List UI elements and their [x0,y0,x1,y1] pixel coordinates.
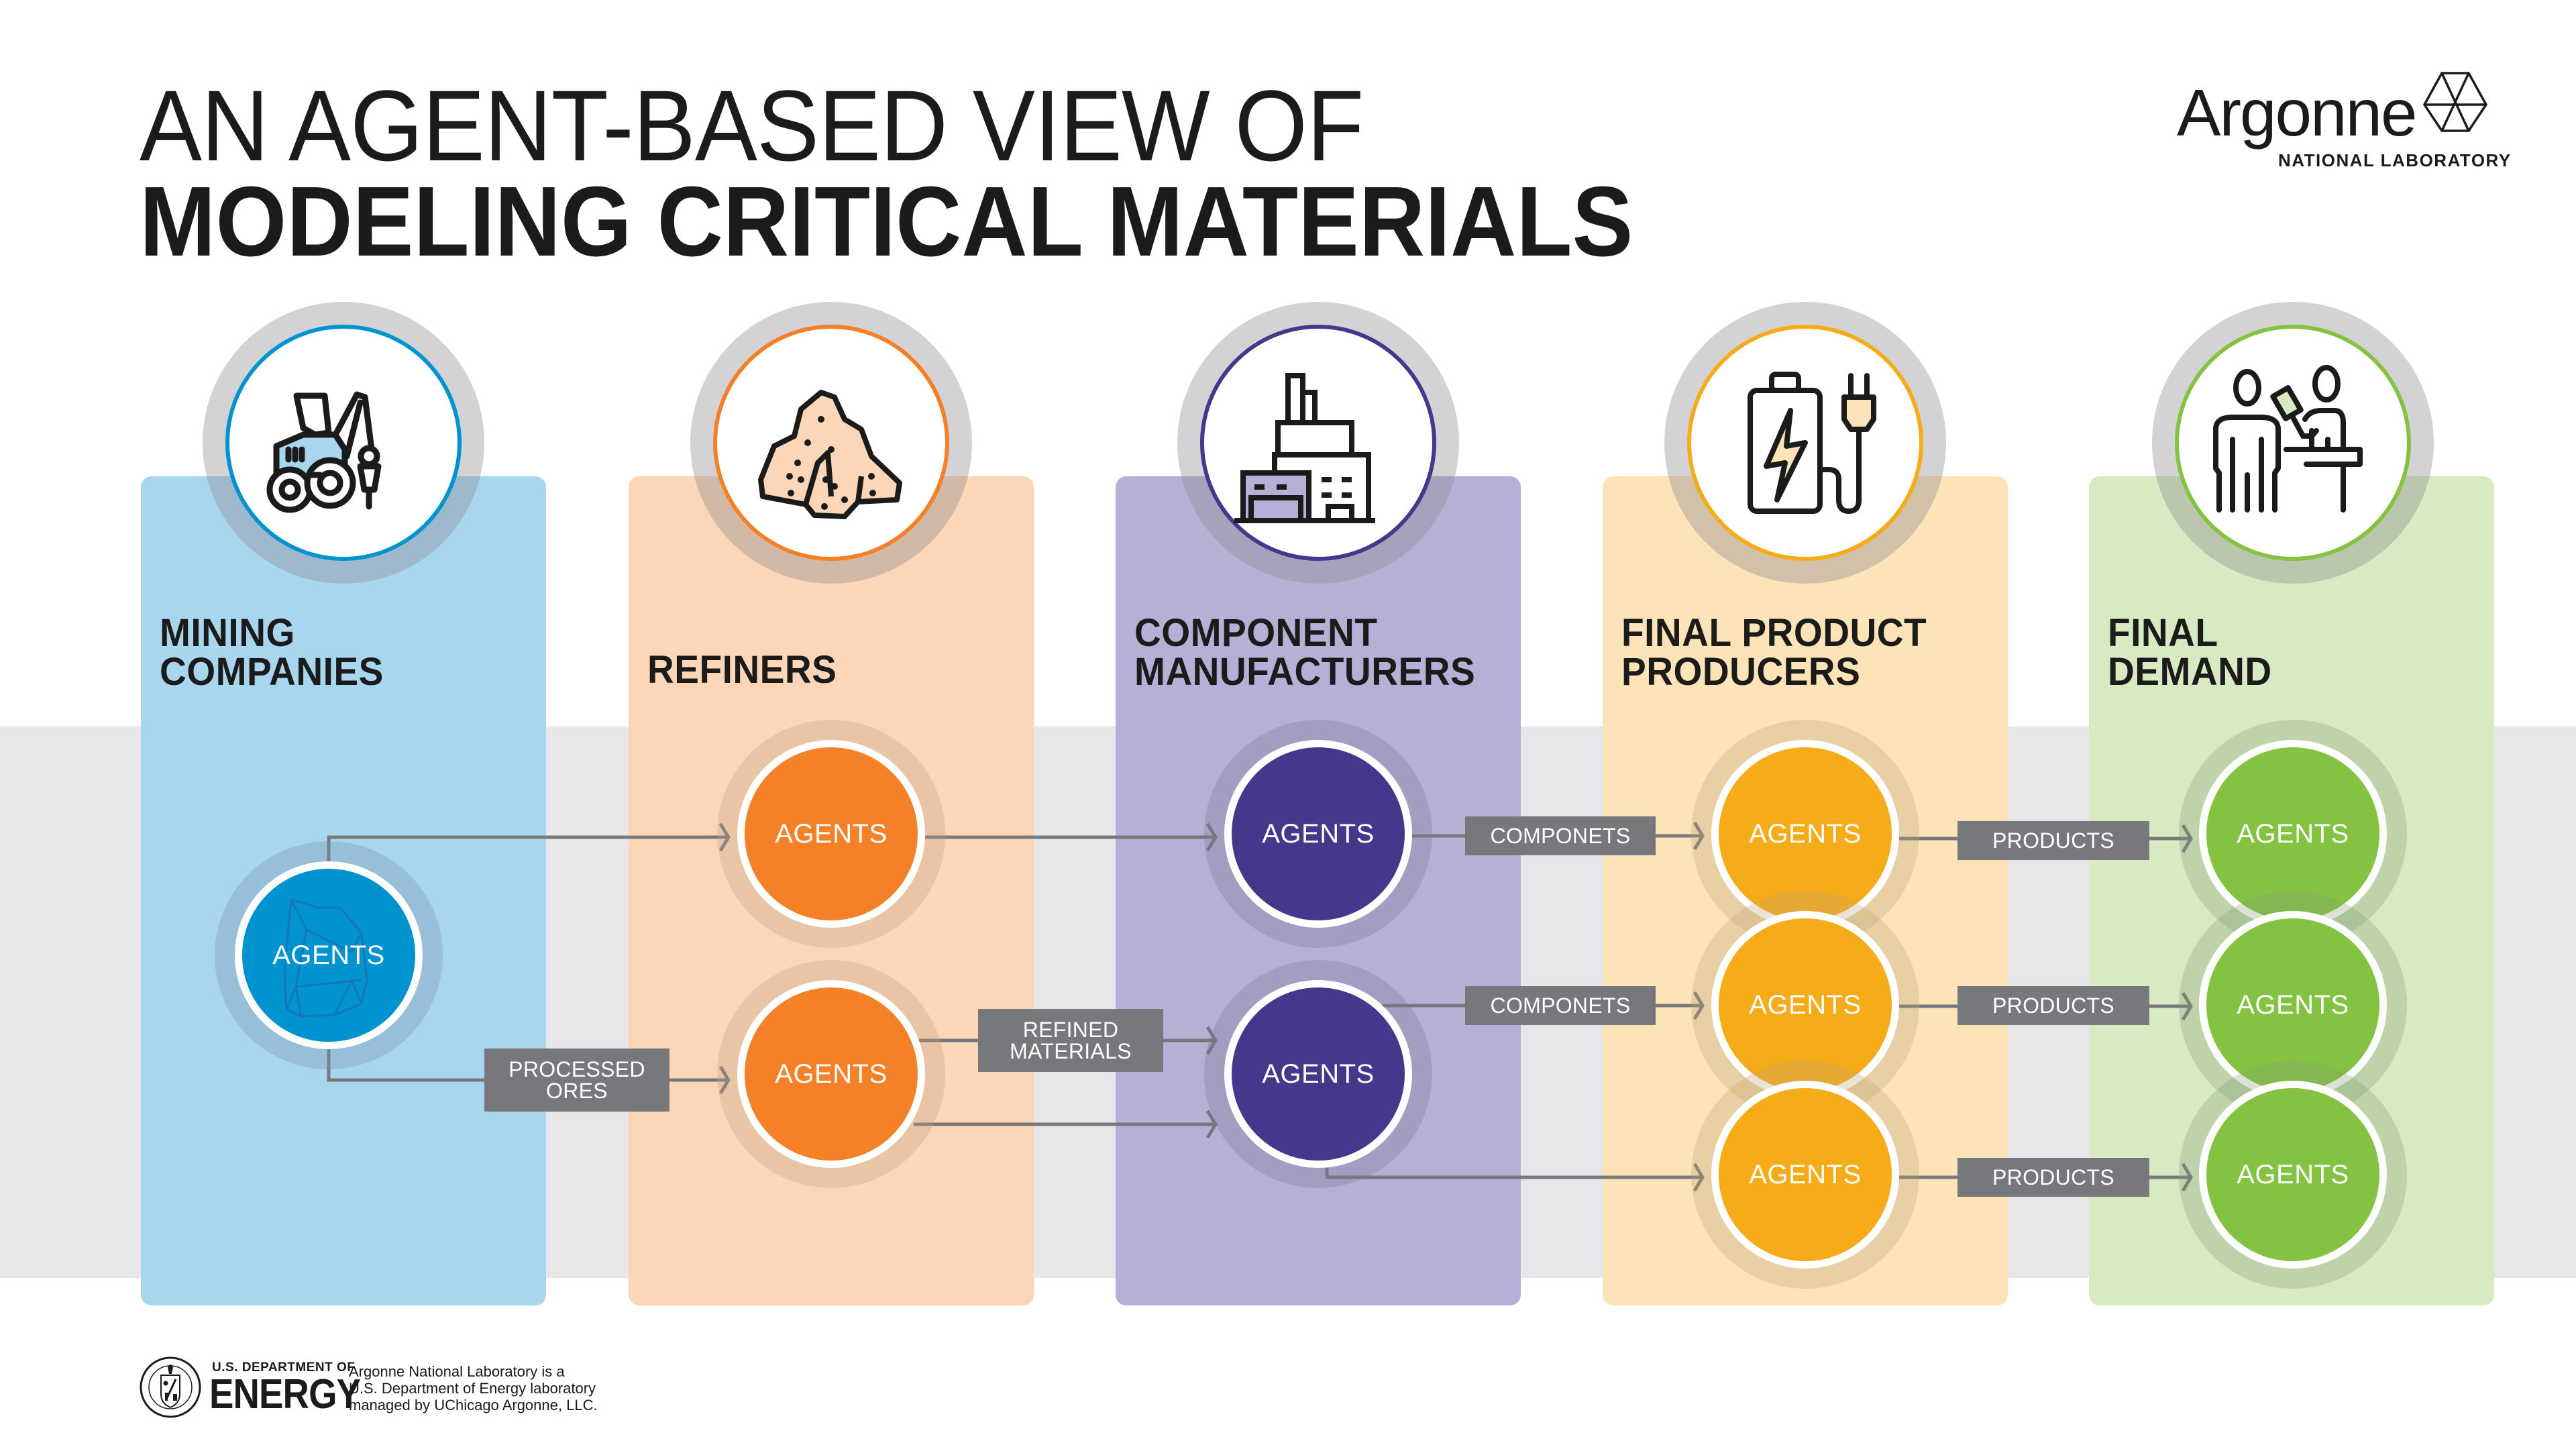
arrowhead-icon [1693,1163,1705,1192]
column-title: REFINERS [647,648,837,692]
doe-energy-wordmark: ENERGY [209,1371,361,1417]
argonne-triangle-mark-icon [2423,72,2487,132]
flow-label-products-1: PRODUCTS [1957,821,2149,860]
agent-label: AGENTS [1749,818,1862,849]
column-title: FINAL DEMAND [2108,611,2272,694]
agent-label: AGENTS [2237,989,2349,1020]
agent-label: AGENTS [1749,1159,1862,1189]
battery-plug-icon [1748,372,1876,514]
arrowhead-icon [1693,821,1705,851]
header-icon-final-product [1664,302,1946,584]
final-product-agent-3[interactable]: AGENTS [1691,1061,1919,1289]
title-line-2: MODELING CRITICAL MATERIALS [140,166,1633,277]
mining-tractor-icon [266,391,382,513]
column-title: COMPONENT MANUFACTURERS [1134,611,1476,694]
agent-label: AGENTS [2237,818,2349,849]
agent-label: AGENTS [775,818,888,849]
arrowhead-icon [718,1065,731,1095]
footer: U.S. DEPARTMENT OF ENERGY Argonne Nation… [138,1355,675,1422]
header-icon-mining [203,302,484,584]
column-title: FINAL PRODUCT PRODUCERS [1621,611,1927,694]
arrowhead-icon [1205,822,1218,852]
flow-label-components-2: COMPONETS [1465,986,1656,1025]
demand-agent-3[interactable]: AGENTS [2179,1061,2407,1289]
refiner-agent-2[interactable]: AGENTS [717,960,945,1188]
flow-label-processed-ores: PROCESSED ORES [484,1049,669,1112]
customer-counter-icon [2213,365,2363,513]
agent-label: AGENTS [1749,989,1862,1020]
column-title: MINING COMPANIES [160,611,384,694]
flow-label-components-1: COMPONETS [1465,816,1656,855]
logo-subtitle: NATIONAL LABORATORY [2278,150,2512,170]
argonne-logo: Argonne NATIONAL LABORATORY [2174,67,2512,174]
ore-pile-icon [758,390,902,519]
footer-note: Argonne National Laboratory is a U.S. De… [349,1363,598,1413]
ore-rock-icon [283,898,368,1018]
flow-mining-to-refiner-1 [327,835,729,861]
agent-label: AGENTS [775,1059,888,1089]
agent-label: AGENTS [272,940,385,970]
arrowhead-icon [1205,1026,1218,1055]
header-icon-refiners [690,302,972,584]
final-product-agent-1[interactable]: AGENTS [1691,720,1919,948]
agent-label: AGENTS [1262,818,1375,849]
arrowhead-icon [1693,991,1705,1020]
agent-label: AGENTS [2237,1159,2349,1189]
doe-seal-icon [140,1356,201,1418]
header-icon-final-demand [2152,302,2434,584]
refiner-agent-1[interactable]: AGENTS [717,720,945,948]
component-agent-1[interactable]: AGENTS [1204,720,1432,948]
arrowhead-icon [2181,1163,2193,1192]
flow-label-products-3: PRODUCTS [1957,1158,2149,1197]
header-icon-component [1177,302,1459,584]
factory-icon [1234,373,1375,523]
doe-department-text: U.S. DEPARTMENT OF [212,1360,356,1375]
agent-label: AGENTS [1262,1059,1375,1089]
title-line-1: AN AGENT-BASED VIEW OF [140,69,1364,182]
mining-agent[interactable]: AGENTS [215,841,443,1069]
flow-label-products-2: PRODUCTS [1957,986,2149,1025]
logo-wordmark: Argonne [2177,76,2418,150]
arrowhead-icon [2181,824,2193,853]
component-agent-2[interactable]: AGENTS [1204,960,1432,1188]
flow-label-refined-materials: REFINED MATERIALS [978,1009,1163,1072]
arrowhead-icon [2181,991,2193,1021]
arrowhead-icon [1205,1110,1218,1139]
arrowhead-icon [718,822,731,852]
